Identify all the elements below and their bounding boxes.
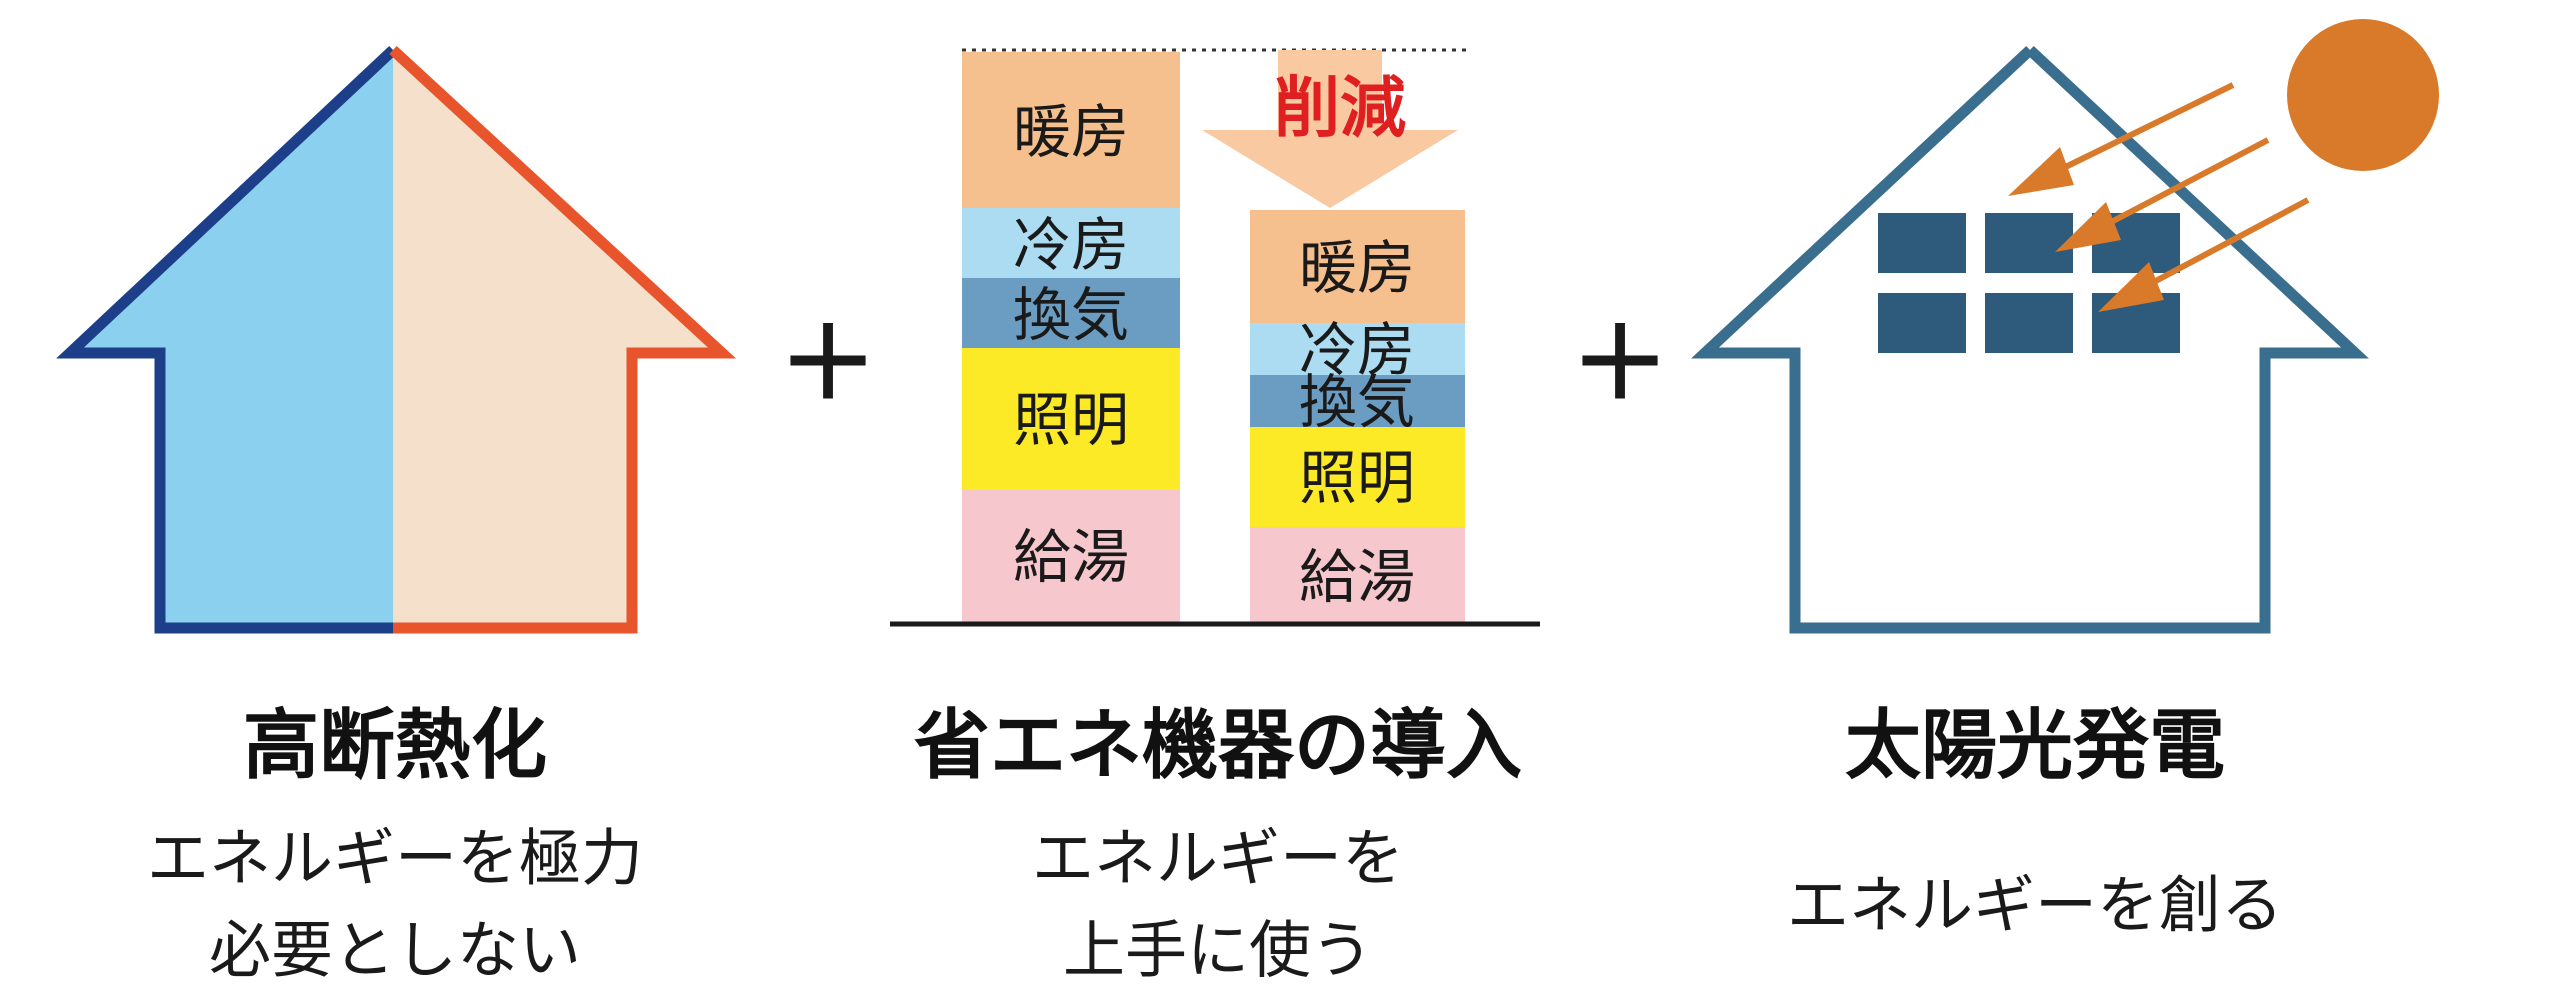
after-hot-water-label: 給湯 bbox=[1299, 543, 1415, 611]
panel1-desc-line2: 必要としない bbox=[209, 914, 581, 987]
after-column: 暖房 冷房 換気 照明 給湯 bbox=[1250, 210, 1465, 622]
after-cooling-label: 冷房 bbox=[1299, 316, 1415, 384]
panel2-desc-line1: エネルギーを bbox=[1032, 822, 1404, 895]
after-cooling-segment bbox=[1250, 323, 1465, 375]
plus-sign-1: + bbox=[778, 289, 879, 428]
sun-ray-arrows bbox=[2008, 82, 2310, 312]
before-heating-segment bbox=[962, 52, 1180, 208]
before-cooling-label: 冷房 bbox=[1013, 211, 1129, 279]
before-heating-label: 暖房 bbox=[1013, 98, 1129, 166]
after-heating-label: 暖房 bbox=[1299, 234, 1415, 302]
after-hot-water-segment bbox=[1250, 527, 1465, 622]
before-lighting-label: 照明 bbox=[1013, 386, 1129, 454]
half-insulated-house-icon bbox=[56, 45, 737, 634]
after-ventilation-segment bbox=[1250, 375, 1465, 427]
before-cooling-segment bbox=[962, 208, 1180, 278]
before-ventilation-label: 換気 bbox=[1013, 281, 1129, 349]
before-lighting-segment bbox=[962, 348, 1180, 490]
panel3-title: 太陽光発電 bbox=[1845, 701, 2225, 790]
plus-sign-2: + bbox=[1570, 289, 1671, 428]
energy-bar-chart: 暖房 冷房 換気 照明 給湯 削減 暖房 冷房 換気 照明 給湯 bbox=[890, 48, 1540, 627]
before-ventilation-segment bbox=[962, 278, 1180, 348]
panel1-title: 高断熱化 bbox=[243, 701, 547, 790]
solar-panel-icon bbox=[1878, 213, 2180, 353]
after-lighting-label: 照明 bbox=[1299, 444, 1415, 512]
after-heating-segment bbox=[1250, 210, 1465, 323]
sun-icon bbox=[2287, 19, 2439, 171]
panel2-title: 省エネ機器の導入 bbox=[914, 701, 1522, 790]
panel3-desc-line1: エネルギーを創る bbox=[1787, 869, 2283, 942]
panel2-desc-line2: 上手に使う bbox=[1063, 914, 1373, 987]
panel1-desc-line1: エネルギーを極力 bbox=[147, 822, 643, 895]
before-column: 暖房 冷房 換気 照明 給湯 bbox=[962, 52, 1180, 622]
reduction-label: 削減 bbox=[1274, 70, 1406, 147]
before-hot-water-label: 給湯 bbox=[1013, 523, 1129, 591]
solar-house-icon bbox=[1691, 45, 2369, 634]
after-ventilation-label: 換気 bbox=[1299, 368, 1415, 436]
down-arrow-icon bbox=[1202, 50, 1458, 208]
before-hot-water-segment bbox=[962, 490, 1180, 622]
after-lighting-segment bbox=[1250, 427, 1465, 527]
